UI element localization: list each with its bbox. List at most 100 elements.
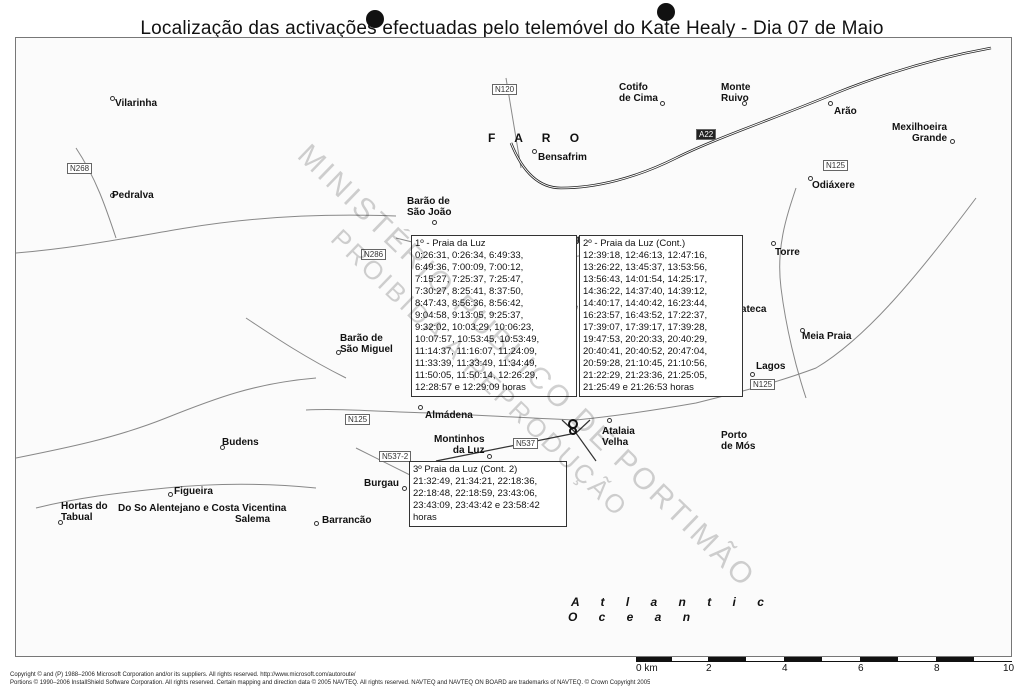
road-label-n286: N286 [361, 249, 387, 260]
callout-praia-da-luz-1: 1º - Praia da Luz 0:26:31, 0:26:34, 6:49… [411, 235, 577, 397]
place-costa-vicentina: Do So Alentejano e Costa Vicentina [118, 503, 287, 514]
callout-line: 11:50:05, 11:50:14, 12:26:29, [415, 370, 538, 381]
luz-marker-icon [568, 419, 578, 435]
place-figueira: Figueira [174, 486, 213, 497]
place-bensafrim: Bensafrim [538, 152, 587, 163]
copyright-line1: Copyright © and (P) 1988–2006 Microsoft … [10, 672, 356, 678]
callout-line: 21:32:49, 21:34:21, 22:18:36, [413, 476, 538, 487]
callout-title: 1º - Praia da Luz [415, 238, 486, 249]
callout-line: 7:15:27, 7:25:37, 7:25:47, [415, 274, 524, 285]
callout-line: 21:25:49 e 21:26:53 horas [583, 382, 694, 393]
place-dot [750, 372, 755, 377]
callout-line: 16:23:57, 16:43:52, 17:22:37, [583, 310, 708, 321]
ocean-label: A t l a n t i c O c e a n [568, 595, 773, 625]
scale-bar: 0 km 2 4 6 8 10 [636, 655, 1016, 685]
map-title: Localização das activações efectuadas pe… [140, 18, 884, 39]
callout-praia-da-luz-2: 2º - Praia da Luz (Cont.) 12:39:18, 12:4… [579, 235, 743, 397]
place-dot [950, 139, 955, 144]
callout-line: 12:39:18, 12:46:13, 12:47:16, [583, 250, 708, 261]
callout-line: 9:32:02, 10:03:29, 10:06:23, [415, 322, 534, 333]
place-dot [432, 220, 437, 225]
callout-line: 11:14:37, 11:16:07, 11:24:09, [415, 346, 538, 357]
callout-line: 8:47:43, 8:56:36, 8:56:42, [415, 298, 524, 309]
place-dot [660, 101, 665, 106]
road-label-n537: N537 [513, 438, 539, 449]
place-dot [418, 405, 423, 410]
place-dot [487, 454, 492, 459]
place-dot [314, 521, 319, 526]
scale-segment [860, 657, 898, 661]
callout-praia-da-luz-3: 3º Praia da Luz (Cont. 2) 21:32:49, 21:3… [409, 461, 567, 527]
place-arao: Arão [834, 106, 857, 117]
place-dot [220, 445, 225, 450]
place-budens: Budens [222, 437, 259, 448]
scale-segment [784, 657, 822, 661]
callout-line: 23:43:09, 23:43:42 e 23:58:42 [413, 500, 540, 511]
place-dot [402, 486, 407, 491]
road-label-n125-lagos: N125 [750, 379, 776, 390]
scale-tick: 6 [858, 663, 864, 674]
place-dot [828, 101, 833, 106]
callout-line: 20:40:41, 20:40:52, 20:47:04, [583, 346, 708, 357]
road-label-a22: A22 [696, 129, 717, 140]
callout-line: 6:49:36, 7:00:09, 7:00:12, [415, 262, 524, 273]
ocean-line1: A t l a n t i c [571, 595, 773, 609]
callout-line: 14:36:22, 14:37:40, 14:39:12, [583, 286, 708, 297]
scale-baseline [636, 661, 1012, 662]
place-salema: Salema [235, 514, 271, 525]
place-odiaxere: Odiáxere [812, 180, 855, 191]
map-roads-layer [16, 46, 992, 514]
place-meia-praia: Meia Praia [802, 331, 852, 342]
place-fragment-rateca: rateca [737, 304, 767, 315]
scale-unit-label: 0 km [636, 663, 658, 674]
place-dot [336, 350, 341, 355]
place-dot [58, 520, 63, 525]
punch-hole-right [657, 3, 675, 21]
a22-motorway [509, 46, 992, 190]
callout-title: 2º - Praia da Luz (Cont.) [583, 238, 686, 249]
road-label-n125-east: N125 [823, 160, 849, 171]
place-dot [771, 241, 776, 246]
callout-line: 17:39:07, 17:39:17, 17:39:28, [583, 322, 708, 333]
ocean-line2: O c e a n [568, 610, 700, 624]
callout-line: 10:07:57, 10:53:45, 10:53:49, [415, 334, 540, 345]
place-dot [110, 193, 115, 198]
place-torre: Torre [775, 247, 800, 258]
place-dot [110, 96, 115, 101]
scale-segment [636, 657, 672, 661]
callout-line: 13:56:43, 14:01:54, 14:25:17, [583, 274, 708, 285]
place-dot [808, 176, 813, 181]
callout-line: 21:22:29, 21:23:36, 21:25:05, [583, 370, 708, 381]
punch-hole-left [366, 10, 384, 28]
callout-line: 9:04:58, 9:13:05, 9:25:37, [415, 310, 524, 321]
road-label-n537-2: N537-2 [379, 451, 412, 462]
callout-line: horas [413, 512, 437, 523]
place-almadena: Almádena [425, 410, 473, 421]
callout-line: 12:28:57 e 12:29:09 horas [415, 382, 526, 393]
place-cotifo-line1: Cotifo [619, 82, 648, 93]
place-dot [168, 492, 173, 497]
scale-segment [708, 657, 746, 661]
callout-line: 11:33:39, 11:33:49, 11:34:49, [415, 358, 538, 369]
scale-tick: 8 [934, 663, 940, 674]
label-faro: F A R O [488, 131, 588, 145]
place-cotifo-line2: de Cima [619, 93, 658, 104]
callout-line: 7:30:27, 8:25:41, 8:37:50, [415, 286, 524, 297]
callout-line: 0:26:31, 0:26:34, 6:49:33, [415, 250, 524, 261]
place-dot [742, 101, 747, 106]
callout-line: 20:59:28, 21:10:45, 21:10:56, [583, 358, 708, 369]
road-label-n125-west: N125 [345, 414, 371, 425]
scale-tick: 10 [1003, 663, 1015, 674]
place-dot [800, 328, 805, 333]
callout-title: 3º Praia da Luz (Cont. 2) [413, 464, 518, 475]
callout-line: 19:47:53, 20:20:33, 20:40:29, [583, 334, 708, 345]
